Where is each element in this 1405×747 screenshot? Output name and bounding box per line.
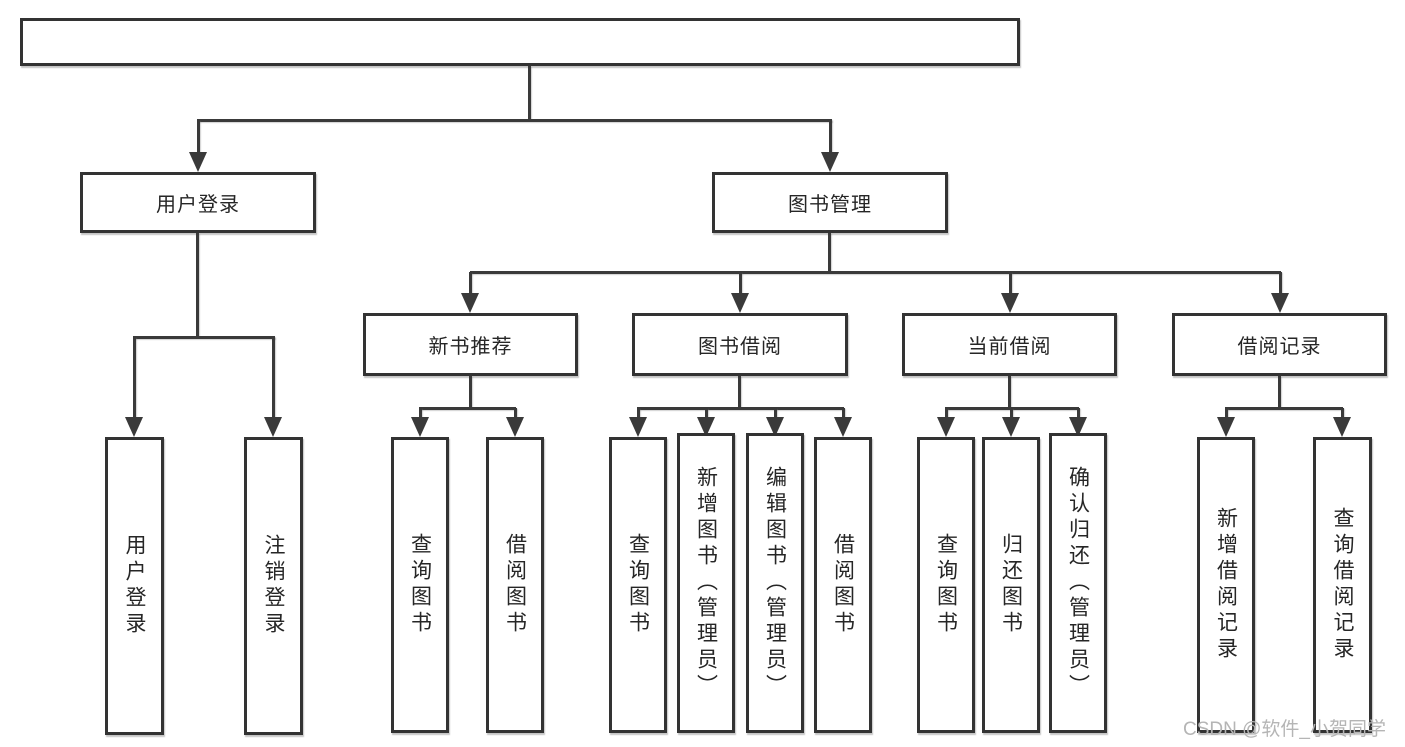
leaf-query-books-current-label: 查询图书 — [934, 533, 958, 637]
connector — [1077, 408, 1080, 420]
connector — [945, 408, 948, 420]
leaf-query-books-recommend-label: 查询图书 — [408, 533, 432, 637]
node-root — [20, 18, 1020, 66]
connector — [196, 233, 199, 337]
connector — [514, 408, 517, 420]
arrow-down-icon — [731, 293, 749, 313]
arrow-down-icon — [506, 417, 524, 437]
node-user-login: 用户登录 — [80, 172, 316, 233]
connector — [272, 337, 275, 419]
leaf-add-borrow-record: 新增借阅记录 — [1197, 437, 1255, 733]
arrow-down-icon — [189, 152, 207, 172]
arrow-down-icon — [937, 417, 955, 437]
connector — [133, 336, 275, 339]
arrow-down-icon — [1333, 417, 1351, 437]
leaf-query-books-current: 查询图书 — [917, 437, 975, 733]
leaf-query-borrow-record-label: 查询借阅记录 — [1331, 507, 1355, 663]
leaf-logout: 注销登录 — [244, 437, 303, 735]
leaf-logout-label: 注销登录 — [262, 534, 286, 638]
csdn-watermark: CSDN @软件_小贺同学 — [1183, 719, 1386, 740]
arrow-down-icon — [1002, 417, 1020, 437]
leaf-add-borrow-record-label: 新增借阅记录 — [1214, 507, 1238, 663]
leaf-borrow-books-recommend-label: 借阅图书 — [503, 533, 527, 637]
leaf-confirm-return-admin: 确认归还（管理员） — [1049, 433, 1107, 733]
arrow-down-icon — [821, 152, 839, 172]
connector — [470, 271, 1281, 274]
leaf-return-books: 归还图书 — [982, 437, 1040, 733]
connector — [705, 408, 708, 420]
leaf-add-books-admin: 新增图书（管理员） — [677, 433, 735, 733]
connector — [469, 272, 472, 295]
connector — [528, 66, 531, 120]
leaf-query-books-recommend: 查询图书 — [391, 437, 449, 733]
connector — [1225, 408, 1228, 420]
connector — [829, 120, 832, 154]
leaf-query-books-borrow: 查询图书 — [609, 437, 667, 733]
connector — [1010, 408, 1013, 420]
arrow-down-icon — [834, 417, 852, 437]
connector — [1278, 376, 1281, 408]
arrow-down-icon — [264, 417, 282, 437]
leaf-query-borrow-record: 查询借阅记录 — [1313, 437, 1372, 733]
connector — [197, 120, 200, 154]
connector — [637, 408, 640, 420]
leaf-edit-books-admin-label: 编辑图书（管理员） — [763, 466, 787, 700]
node-borrowing-records-label: 借阅记录 — [1237, 336, 1322, 358]
connector — [739, 272, 742, 295]
node-user-login-label: 用户登录 — [156, 194, 240, 216]
arrow-down-icon — [1001, 293, 1019, 313]
connector — [419, 408, 422, 420]
node-borrowing-records: 借阅记录 — [1172, 313, 1387, 376]
leaf-add-books-admin-label: 新增图书（管理员） — [694, 466, 718, 700]
arrow-down-icon — [1069, 417, 1087, 437]
connector — [469, 376, 472, 408]
arrow-down-icon — [125, 417, 143, 437]
connector — [133, 337, 136, 419]
connector — [1341, 408, 1344, 420]
node-new-book-recommend: 新书推荐 — [363, 313, 578, 376]
node-book-management-label: 图书管理 — [788, 194, 872, 216]
arrow-down-icon — [629, 417, 647, 437]
arrow-down-icon — [766, 417, 784, 437]
leaf-edit-books-admin: 编辑图书（管理员） — [746, 433, 804, 733]
connector — [419, 407, 516, 410]
leaf-user-login: 用户登录 — [105, 437, 164, 735]
node-book-borrowing-label: 图书借阅 — [698, 336, 782, 358]
leaf-borrow-books: 借阅图书 — [814, 437, 872, 733]
leaf-confirm-return-admin-label: 确认归还（管理员） — [1066, 466, 1090, 700]
connector — [842, 408, 845, 420]
leaf-borrow-books-label: 借阅图书 — [831, 533, 855, 637]
connector — [828, 233, 831, 272]
connector — [1009, 272, 1012, 295]
connector — [738, 376, 741, 408]
arrow-down-icon — [697, 417, 715, 437]
connector — [774, 408, 777, 420]
leaf-user-login-label: 用户登录 — [123, 534, 147, 638]
leaf-query-books-borrow-label: 查询图书 — [626, 533, 650, 637]
leaf-borrow-books-recommend: 借阅图书 — [486, 437, 544, 733]
node-current-borrowing-label: 当前借阅 — [967, 336, 1052, 358]
leaf-return-books-label: 归还图书 — [999, 533, 1023, 637]
connector — [637, 407, 844, 410]
connector — [197, 119, 832, 122]
node-book-borrowing: 图书借阅 — [632, 313, 848, 376]
node-new-book-recommend-label: 新书推荐 — [428, 336, 513, 358]
connector — [1225, 407, 1343, 410]
connector — [1008, 376, 1011, 408]
arrow-down-icon — [1217, 417, 1235, 437]
arrow-down-icon — [411, 417, 429, 437]
node-book-management: 图书管理 — [712, 172, 948, 233]
arrow-down-icon — [461, 293, 479, 313]
node-current-borrowing: 当前借阅 — [902, 313, 1117, 376]
arrow-down-icon — [1271, 293, 1289, 313]
connector — [1279, 272, 1282, 295]
